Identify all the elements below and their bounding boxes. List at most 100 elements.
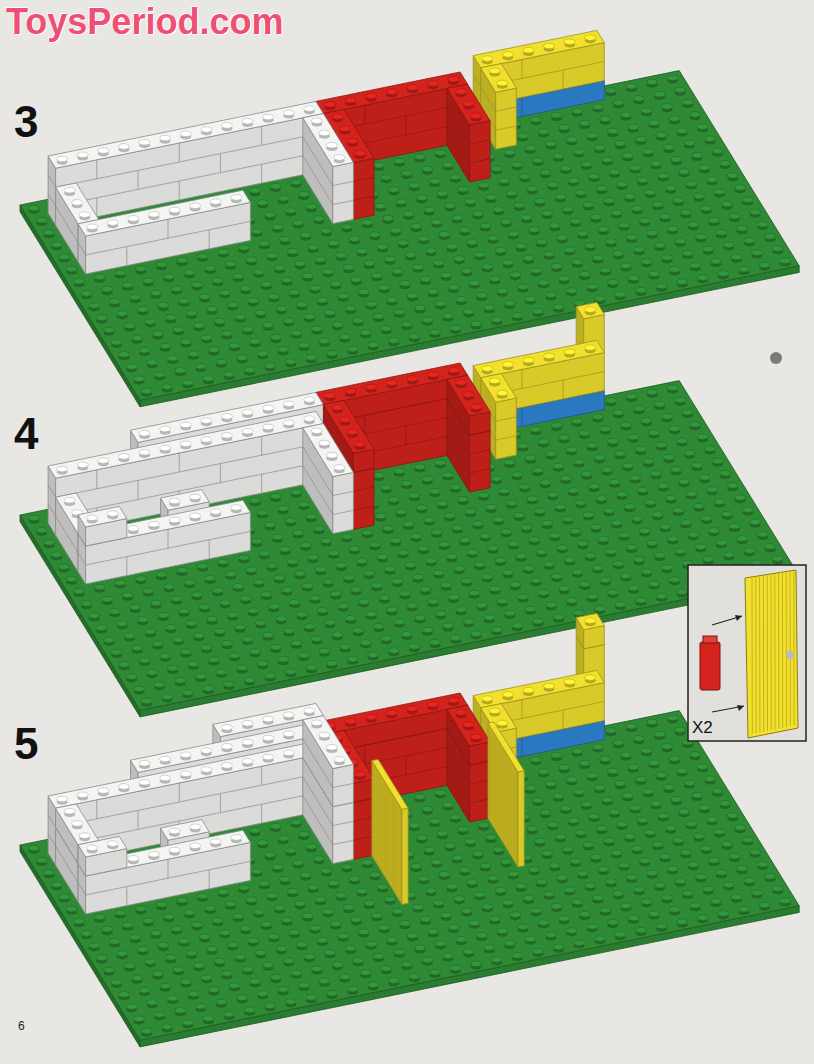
stud — [461, 268, 472, 274]
stud — [729, 523, 740, 529]
stud — [238, 245, 249, 251]
stud — [523, 47, 534, 53]
stud — [656, 442, 667, 448]
stud — [377, 244, 388, 250]
stud — [401, 321, 412, 327]
stud — [626, 234, 637, 240]
stud — [692, 462, 703, 468]
stud — [680, 520, 691, 526]
stud — [251, 228, 262, 234]
stud — [560, 475, 571, 481]
stud — [405, 562, 416, 568]
stud — [298, 191, 309, 197]
stud — [707, 177, 718, 183]
stud — [242, 326, 253, 332]
stud — [306, 514, 317, 520]
stud — [414, 305, 425, 311]
stud — [727, 173, 738, 179]
stud — [368, 342, 379, 348]
stud — [334, 155, 345, 161]
stud — [199, 294, 210, 300]
stud — [405, 252, 416, 258]
stud — [579, 120, 590, 126]
stud — [544, 43, 555, 49]
stud — [375, 513, 386, 519]
stud — [388, 338, 399, 344]
stud — [257, 510, 268, 516]
stud — [658, 483, 669, 489]
stud — [493, 517, 504, 523]
stud — [675, 548, 686, 554]
stud — [143, 278, 154, 284]
stud — [624, 504, 635, 510]
stud — [246, 257, 257, 263]
stud — [489, 276, 500, 282]
stud — [750, 519, 761, 525]
stud — [328, 550, 339, 556]
stud — [502, 570, 513, 576]
stud — [598, 226, 609, 232]
stud — [663, 454, 674, 460]
stud — [98, 148, 109, 154]
stud — [692, 152, 703, 158]
stud — [699, 165, 710, 171]
stud — [557, 235, 568, 241]
stud — [394, 309, 405, 315]
stud — [248, 608, 259, 614]
stud — [686, 491, 697, 497]
stud — [600, 426, 611, 432]
stud — [675, 238, 686, 244]
stud — [152, 641, 163, 647]
stud — [611, 210, 622, 216]
stud — [347, 138, 358, 144]
stud — [57, 156, 68, 162]
stud — [682, 250, 693, 256]
stud — [596, 186, 607, 192]
stud — [446, 554, 457, 560]
stud — [677, 438, 688, 444]
stud — [296, 302, 307, 308]
stud — [637, 177, 648, 183]
stud — [285, 359, 296, 365]
stud — [265, 363, 276, 369]
stud — [223, 371, 234, 377]
stud — [163, 274, 174, 280]
stud — [435, 301, 446, 307]
stud — [302, 273, 313, 279]
stud — [422, 476, 433, 482]
stud — [326, 142, 337, 148]
stud — [630, 475, 641, 481]
stud — [193, 633, 204, 639]
stud — [542, 210, 553, 216]
stud — [420, 586, 431, 592]
stud — [446, 244, 457, 250]
stud — [604, 508, 615, 514]
stud — [150, 600, 161, 606]
stud — [495, 247, 506, 253]
stud — [401, 480, 412, 486]
stud — [383, 525, 394, 531]
stud — [313, 216, 324, 222]
stud — [124, 633, 135, 639]
stud — [147, 360, 158, 366]
stud — [426, 558, 437, 564]
stud — [433, 570, 444, 576]
stud — [59, 564, 70, 570]
stud — [667, 75, 678, 81]
stud — [177, 257, 188, 263]
stud — [413, 264, 424, 270]
stud — [111, 649, 122, 655]
stud — [600, 116, 611, 122]
stud — [465, 509, 476, 515]
stud — [471, 321, 482, 327]
stud — [338, 603, 349, 609]
stud — [416, 195, 427, 201]
stud — [156, 572, 167, 578]
stud — [508, 231, 519, 237]
stud — [716, 540, 727, 546]
stud — [645, 189, 656, 195]
stud — [648, 430, 659, 436]
stud — [137, 617, 148, 623]
stud — [579, 430, 590, 436]
stud — [568, 488, 579, 494]
